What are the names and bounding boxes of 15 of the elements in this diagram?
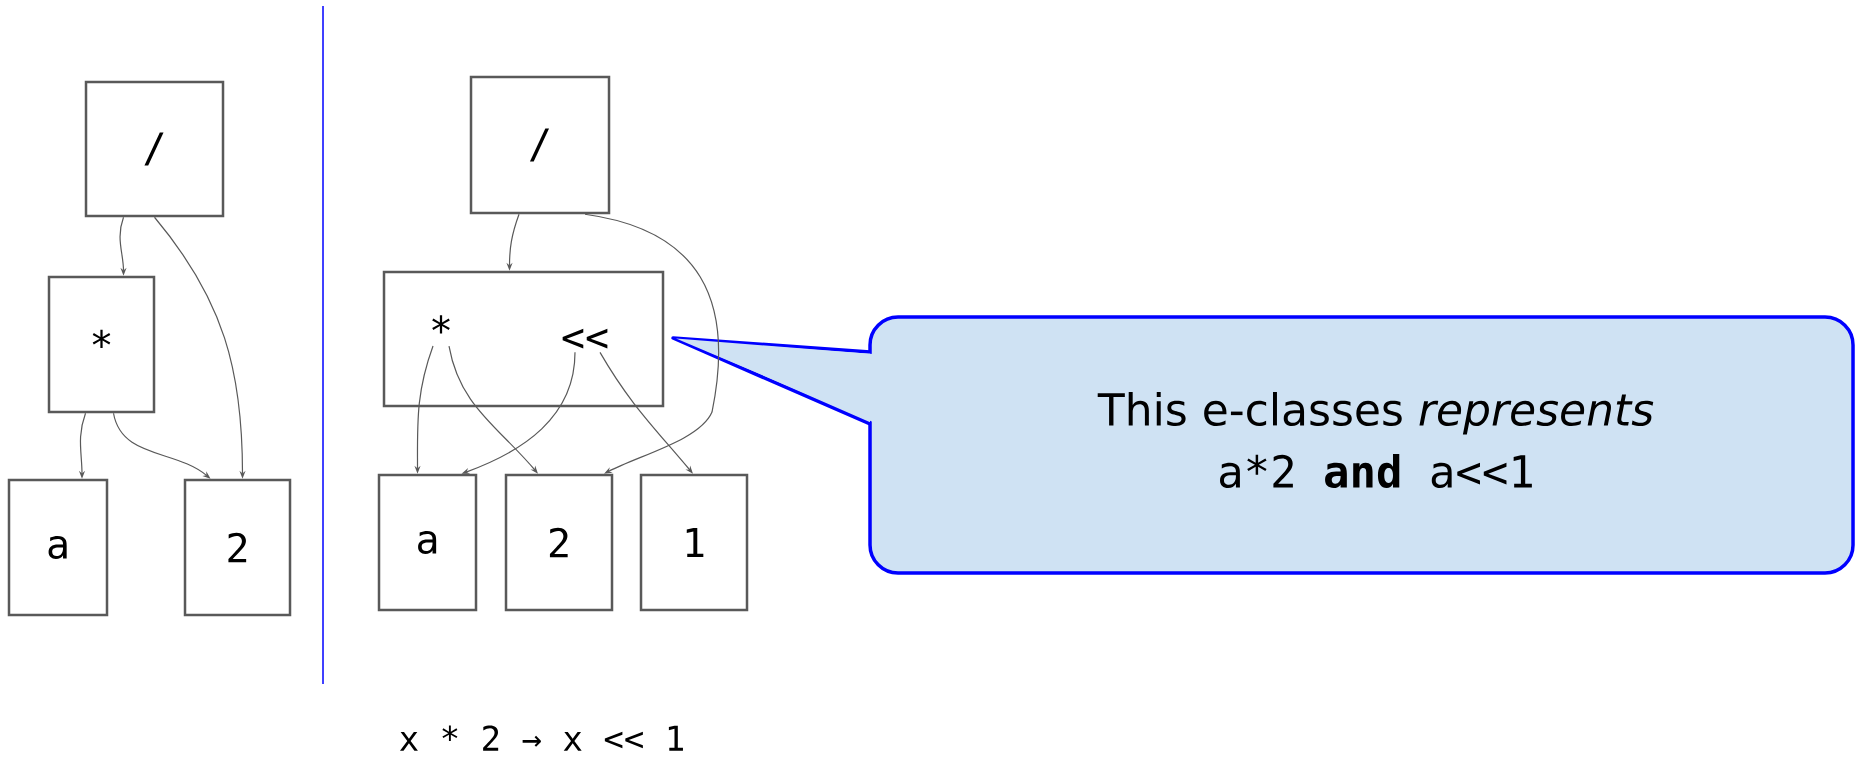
- expression-box: 2: [183, 478, 292, 617]
- expression-box: a: [7, 478, 109, 617]
- operator-label: *: [432, 315, 450, 334]
- expression-box: /: [84, 80, 225, 218]
- expression-box: 1: [639, 473, 749, 612]
- arrow: [599, 351, 693, 474]
- expression-box: /: [469, 75, 611, 215]
- arrow: [584, 213, 720, 474]
- expression-box: a: [377, 473, 478, 612]
- expression-box: 2: [504, 473, 614, 612]
- operator-label: <<: [562, 328, 608, 349]
- rewrite-rule: x * 2 → x << 1: [399, 725, 683, 751]
- arrow: [448, 345, 538, 474]
- expression-box: [382, 270, 665, 408]
- expression-box: *: [47, 275, 156, 414]
